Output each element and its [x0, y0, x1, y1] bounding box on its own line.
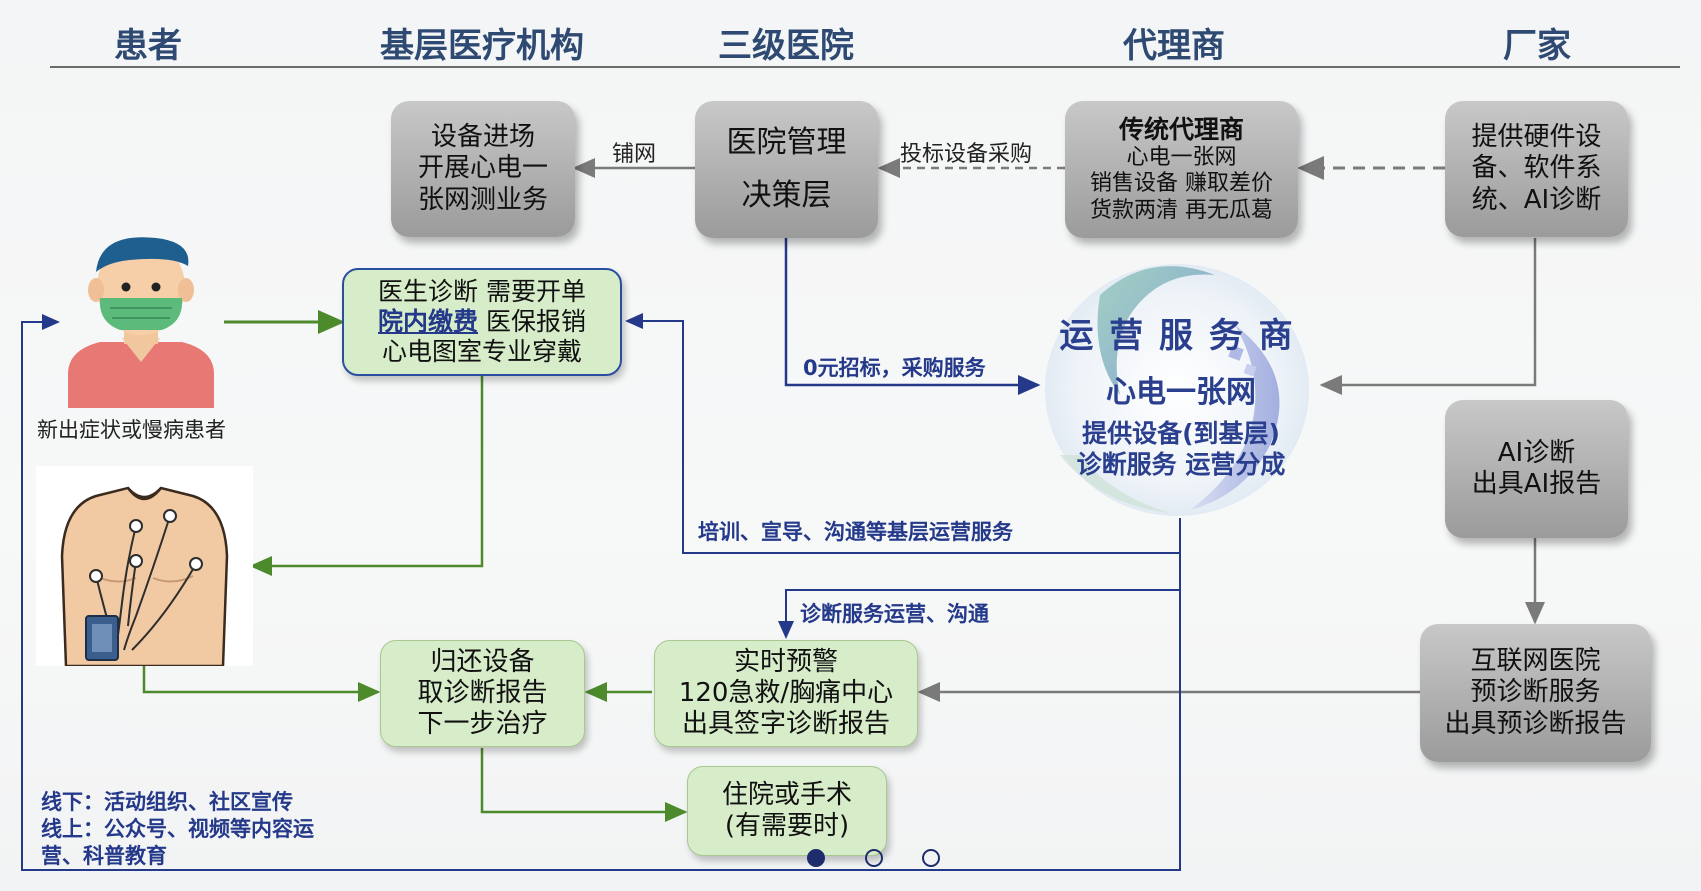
label-offline-activities: 线下：活动组织、社区宣传 — [41, 790, 293, 814]
manufacturer-supply-box: 提供硬件设 备、软件系 统、AI诊断 — [1445, 101, 1628, 237]
label-patient-type: 新出症状或慢病患者 — [37, 418, 226, 442]
label-bidding: 投标设备采购 — [900, 142, 1033, 167]
doctor-diagnosis-line-1: 医生诊断 需要开单 — [378, 277, 586, 306]
service-provider-logo-icon — [1045, 264, 1309, 516]
return-device-line-3: 下一步治疗 — [417, 709, 548, 740]
label-diagnosis-operation: 诊断服务运营、沟通 — [800, 602, 989, 626]
label-zero-bid: 0元招标，采购服务 — [803, 356, 986, 380]
realtime-alert-line-2: 120急救/胸痛中心 — [678, 677, 894, 708]
ai-diagnosis-line-2: 出具AI报告 — [1471, 469, 1602, 499]
traditional-agent-box: 传统代理商 心电一张网 销售设备 赚取差价 货款两清 再无瓜葛 — [1065, 101, 1298, 238]
patient-avatar-icon — [68, 237, 214, 408]
doctor-diagnosis-box: 医生诊断 需要开单 院内缴费 医保报销 心电图室专业穿戴 — [342, 268, 622, 376]
hospitalization-box: 住院或手术 (有需要时) — [687, 766, 887, 856]
column-header-patient: 患者 — [114, 26, 182, 66]
column-header-tertiary-hospital: 三级医院 — [718, 26, 854, 66]
pagination-dot-3[interactable] — [922, 849, 940, 867]
device-deployment-line-2: 开展心电一 — [417, 153, 548, 184]
device-deployment-line-3: 张网测业务 — [417, 184, 548, 215]
traditional-agent-line-1: 心电一张网 — [1126, 144, 1237, 170]
service-provider-line-1: 提供设备(到基层) — [1082, 419, 1280, 448]
column-header-manufacturer: 厂家 — [1503, 26, 1571, 66]
realtime-alert-box: 实时预警 120急救/胸痛中心 出具签字诊断报告 — [654, 640, 918, 747]
hospital-management-line-2: 决策层 — [741, 177, 832, 213]
ai-diagnosis-line-1: AI诊断 — [1497, 437, 1576, 468]
manufacturer-line-3: 统、AI诊断 — [1471, 184, 1602, 215]
internet-hospital-box: 互联网医院 预诊断服务 出具预诊断报告 — [1420, 624, 1651, 762]
traditional-agent-line-2: 销售设备 赚取差价 — [1090, 171, 1273, 197]
label-online-content-1: 线上：公众号、视频等内容运 — [41, 817, 314, 841]
column-header-agent: 代理商 — [1123, 26, 1225, 66]
traditional-agent-title: 传统代理商 — [1118, 114, 1244, 144]
label-online-content-2: 营、科普教育 — [41, 844, 167, 868]
device-deployment-box: 设备进场 开展心电一 张网测业务 — [391, 101, 575, 237]
column-header-primary-care: 基层医疗机构 — [380, 26, 584, 66]
service-provider-title: 运 营 服 务 商 — [1059, 316, 1295, 356]
pagination-dot-2[interactable] — [865, 849, 883, 867]
ecg-holter-torso-icon — [36, 466, 253, 666]
internet-hospital-line-3: 出具预诊断报告 — [1444, 708, 1627, 739]
service-provider-subtitle: 心电一张网 — [1106, 375, 1256, 410]
hospitalization-line-2: (有需要时) — [724, 811, 850, 841]
realtime-alert-line-3: 出具签字诊断报告 — [681, 709, 890, 740]
insurance-reimbursement-text: 医保报销 — [478, 307, 586, 336]
doctor-diagnosis-line-3: 心电图室专业穿戴 — [381, 337, 582, 366]
doctor-diagnosis-line-2: 院内缴费 医保报销 — [378, 307, 586, 337]
label-training-service: 培训、宣导、沟通等基层运营服务 — [698, 520, 1013, 544]
hospitalization-line-1: 住院或手术 — [721, 779, 852, 810]
internet-hospital-line-2: 预诊断服务 — [1470, 677, 1601, 708]
return-device-box: 归还设备 取诊断报告 下一步治疗 — [380, 640, 585, 747]
header-divider — [50, 66, 1680, 68]
hospital-management-line-1: 医院管理 — [726, 125, 847, 160]
return-device-line-1: 归还设备 — [430, 646, 535, 677]
return-device-line-2: 取诊断报告 — [417, 677, 548, 708]
device-deployment-line-1: 设备进场 — [430, 122, 535, 153]
internet-hospital-line-1: 互联网医院 — [1470, 646, 1601, 677]
pagination-dot-1[interactable] — [807, 849, 825, 867]
traditional-agent-line-3: 货款两清 再无瓜葛 — [1090, 197, 1273, 223]
realtime-alert-line-1: 实时预警 — [733, 646, 838, 677]
hospital-management-box: 医院管理 决策层 — [695, 101, 878, 238]
ai-diagnosis-box: AI诊断 出具AI报告 — [1445, 400, 1628, 538]
service-provider-line-2: 诊断服务 运营分成 — [1076, 450, 1286, 479]
label-pu-wang: 铺网 — [612, 142, 657, 167]
hospital-payment-link[interactable]: 院内缴费 — [378, 307, 479, 336]
manufacturer-line-1: 提供硬件设 — [1471, 122, 1602, 153]
manufacturer-line-2: 备、软件系 — [1471, 153, 1602, 184]
